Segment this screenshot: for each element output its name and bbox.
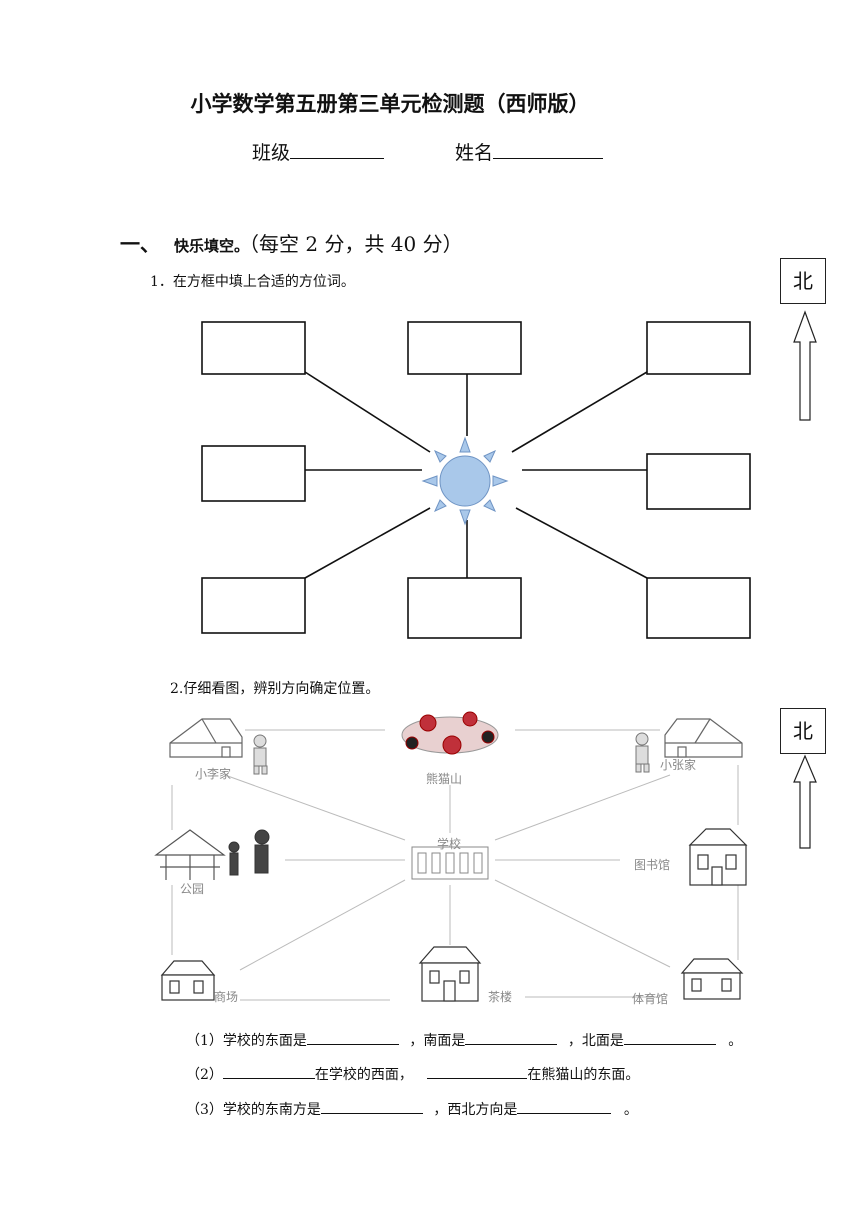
place-label-xiaozhang: 小张家: [660, 758, 697, 772]
place-label-library: 图书馆: [634, 858, 671, 872]
question-1-text: 1．在方框中填上合适的方位词。: [150, 274, 355, 290]
library-icon: [688, 828, 748, 886]
fill-2-mid2: 在熊猫山的东面。: [527, 1067, 640, 1083]
name-label: 姓名: [455, 142, 494, 164]
direction-box-ne[interactable]: [646, 321, 751, 375]
section-number: 一、: [120, 232, 160, 256]
place-label-teahouse: 茶楼: [488, 990, 513, 1004]
person-icon-1: [253, 734, 268, 775]
direction-box-sw[interactable]: [201, 577, 306, 634]
fill-3-blank-northwest[interactable]: [517, 1095, 612, 1114]
fill-item-1: （1）学校的东面是 ，南面是 ，北面是 。: [186, 1026, 742, 1050]
direction-box-nw[interactable]: [201, 321, 306, 375]
section-title: 快乐填空。: [174, 237, 250, 255]
place-label-xiaoli: 小李家: [195, 767, 232, 781]
place-label-mall: 商场: [214, 990, 239, 1004]
title-text: 小学数学第五册第三单元检测题（西师版）: [190, 92, 590, 116]
class-label: 班级: [252, 142, 291, 164]
name-field: 姓名: [455, 138, 604, 165]
fill-1-prefix: （1）学校的东面是: [186, 1033, 307, 1049]
direction-box-se[interactable]: [646, 577, 751, 639]
fill-3-mid1: ，西北方向是: [433, 1102, 518, 1118]
class-field: 班级: [252, 138, 385, 165]
north-box-2: 北: [780, 708, 826, 754]
section-points: （每空 2 分，共 40 分）: [249, 232, 463, 256]
direction-box-e[interactable]: [646, 453, 751, 510]
place-label-panda: 熊猫山: [426, 772, 463, 786]
panda-mountain-icon: [401, 711, 499, 755]
school-icon: [411, 846, 489, 880]
name-blank[interactable]: [493, 140, 604, 159]
place-label-gym: 体育馆: [632, 992, 669, 1006]
north-arrow-2-icon: [793, 754, 817, 849]
class-blank[interactable]: [290, 140, 385, 159]
person-icon-2: [635, 732, 650, 773]
direction-box-s[interactable]: [407, 577, 522, 639]
fill-1-mid2: ，北面是: [567, 1033, 624, 1049]
gym-icon: [680, 958, 744, 1000]
house-icon-xiaoli: [169, 718, 243, 758]
direction-box-w[interactable]: [201, 445, 306, 502]
north-box-1: 北: [780, 258, 826, 304]
fill-item-2: （2） 在学校的西面， 在熊猫山的东面。: [186, 1060, 639, 1084]
children-icon: [228, 829, 270, 876]
fill-3-blank-southeast[interactable]: [320, 1095, 423, 1114]
sun-icon: [421, 436, 509, 526]
fill-1-mid1: ，南面是: [409, 1033, 466, 1049]
fill-2-blank-panda-east[interactable]: [427, 1060, 528, 1079]
fill-1-blank-north[interactable]: [623, 1026, 716, 1045]
mall-icon: [160, 960, 216, 1001]
fill-1-blank-east[interactable]: [306, 1026, 399, 1045]
fill-2-prefix: （2）: [186, 1067, 223, 1083]
north-arrow-1-icon: [793, 310, 817, 421]
fill-3-end: 。: [623, 1102, 638, 1118]
fill-1-blank-south[interactable]: [465, 1026, 558, 1045]
place-label-school: 学校: [437, 837, 462, 851]
fill-3-prefix: （3）学校的东南方是: [186, 1102, 321, 1118]
compass-diagram: [201, 321, 751, 639]
section-heading: 一、快乐填空。（每空 2 分，共 40 分）: [120, 228, 463, 257]
fill-2-blank-west[interactable]: [222, 1060, 315, 1079]
fill-item-3: （3）学校的东南方是 ，西北方向是 。: [186, 1095, 638, 1119]
pavilion-icon: [154, 829, 226, 880]
teahouse-icon: [418, 946, 482, 1002]
school-map: [154, 711, 748, 1002]
question-2-text: 2.仔细看图，辨别方向确定位置。: [170, 681, 380, 697]
page-title: 小学数学第五册第三单元检测题（西师版）: [0, 88, 780, 118]
fill-2-mid1: 在学校的西面，: [314, 1067, 413, 1083]
fill-1-end: 。: [728, 1033, 743, 1049]
house-icon-xiaozhang: [664, 718, 743, 758]
place-label-park: 公园: [180, 882, 205, 896]
direction-box-n[interactable]: [407, 321, 522, 375]
